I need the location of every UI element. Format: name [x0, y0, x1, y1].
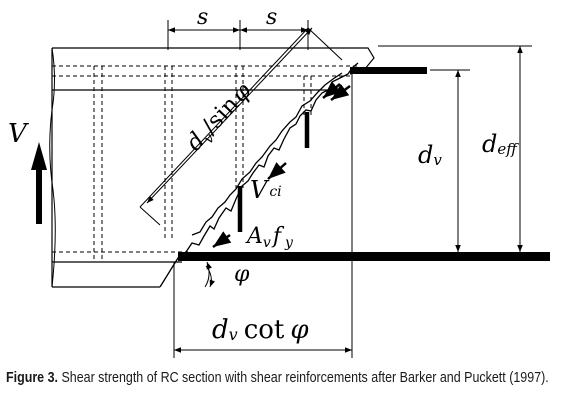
spacing-dimension: [167, 20, 309, 50]
shear-force-label: V: [8, 119, 29, 149]
deff-dimension: [378, 45, 532, 252]
bottom-dimension: [173, 74, 353, 358]
dv-label: dv: [418, 141, 442, 169]
angle-arc: [204, 261, 212, 288]
break-line: [49, 47, 56, 288]
diagonal-dimension-arrow: [146, 27, 313, 204]
angle-arc-lower: [205, 265, 216, 288]
spacing-label-left: s: [197, 5, 208, 30]
spacing-label-right: s: [266, 5, 277, 30]
caption-label: Figure 3.: [6, 370, 58, 386]
caption-text: Shear strength of RC section with shear …: [61, 370, 549, 386]
stirrup-crossing: [237, 112, 310, 232]
angle-label: φ: [234, 262, 250, 287]
tension-bars: [178, 67, 550, 261]
deff-label: deff: [482, 130, 519, 158]
shear-crack-parallel: [191, 72, 343, 236]
figure-caption: Figure 3. Shear strength of RC section w…: [6, 368, 562, 388]
crack-force-arrow-mid: [322, 81, 341, 99]
shear-force-arrow: [31, 142, 47, 224]
dv-dimension: [430, 69, 470, 252]
